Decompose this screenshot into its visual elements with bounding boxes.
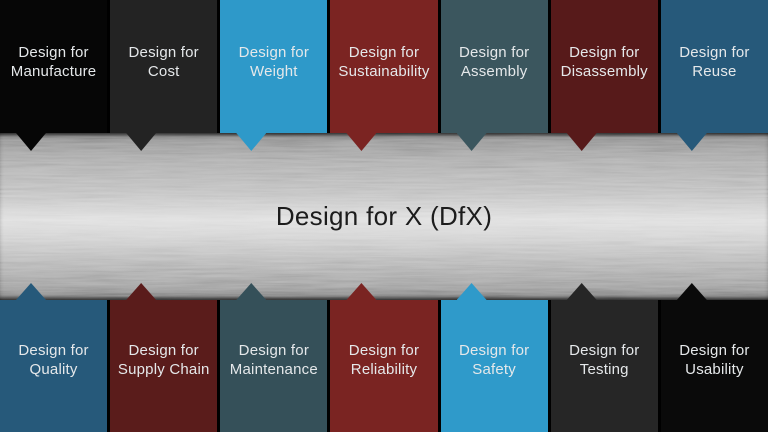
block-label: Design for Disassembly xyxy=(560,44,648,80)
block-design-for-testing: Design for Testing xyxy=(550,283,658,432)
block-design-for-assembly: Design for Assembly xyxy=(440,0,548,151)
band-title: Design for X (DfX) xyxy=(275,201,493,231)
block-design-for-maintenance: Design for Maintenance xyxy=(220,283,328,432)
block-label: Design for Quality xyxy=(18,342,89,378)
block-design-for-safety: Design for Safety xyxy=(440,283,548,432)
block-design-for-quality: Design for Quality xyxy=(0,283,108,432)
block-design-for-usability: Design for Usability xyxy=(660,283,768,432)
block-label: Design for Weight xyxy=(238,44,310,80)
block-design-for-reliability: Design for Reliability xyxy=(330,283,438,432)
block-design-for-reuse: Design for Reuse xyxy=(660,0,768,151)
block-label: Design for Supply Chain xyxy=(117,342,210,378)
block-label: Design for Sustainability xyxy=(338,44,430,80)
block-design-for-disassembly: Design for Disassembly xyxy=(550,0,658,151)
block-label: Design for Maintenance xyxy=(229,342,318,378)
block-label: Design for Assembly xyxy=(458,44,530,80)
block-label: Design for Reliability xyxy=(348,342,420,378)
block-design-for-manufacture: Design for Manufacture xyxy=(0,0,108,151)
block-label: Design for Reuse xyxy=(679,44,750,80)
block-design-for-sustainability: Design for Sustainability xyxy=(330,0,438,151)
block-label: Design for Testing xyxy=(569,342,640,378)
block-design-for-weight: Design for Weight xyxy=(220,0,328,151)
dfx-band: Design for X (DfX) xyxy=(0,133,768,300)
block-label: Design for Safety xyxy=(458,342,530,378)
block-label: Design for Usability xyxy=(679,342,750,378)
block-design-for-supply-chain: Design for Supply Chain xyxy=(110,283,218,432)
bottom-row: Design for Quality Design for Supply Cha… xyxy=(0,283,768,432)
top-row: Design for Manufacture Design for Cost D… xyxy=(0,0,768,151)
block-label: Design for Manufacture xyxy=(10,44,97,80)
block-design-for-cost: Design for Cost xyxy=(110,0,218,151)
block-label: Design for Cost xyxy=(128,44,199,80)
